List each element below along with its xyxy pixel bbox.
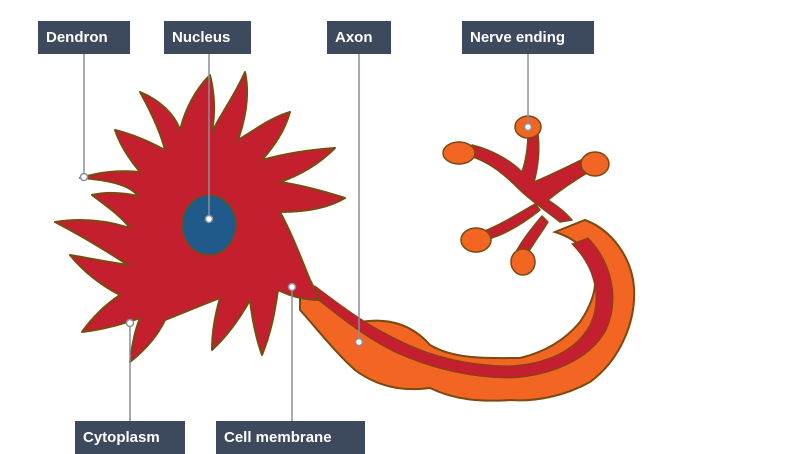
nerve-ending-label: Nerve ending xyxy=(462,21,594,54)
cell-membrane-label: Cell membrane xyxy=(216,421,365,454)
nerve-ending-bulb xyxy=(580,151,610,177)
nucleus-label: Nucleus xyxy=(164,21,251,54)
axon-label: Axon xyxy=(327,21,391,54)
cytoplasm-label: Cytoplasm xyxy=(75,421,185,454)
dendron-label: Dendron xyxy=(38,21,130,54)
nerve-ending-bulb xyxy=(510,248,536,276)
nucleus-pointer-dot xyxy=(204,214,214,224)
dendron-pointer-dot xyxy=(79,172,89,182)
axon-core xyxy=(303,237,614,379)
cell-membrane-pointer-dot xyxy=(287,282,297,292)
nerve-ending-bulb xyxy=(442,141,476,165)
cytoplasm-pointer-dot xyxy=(125,318,135,328)
nerve-ending-bulb xyxy=(460,227,492,253)
myelin-sheath xyxy=(299,218,636,402)
axon-pointer-dot xyxy=(354,337,364,347)
nerve-ending-pointer-dot xyxy=(523,122,533,132)
